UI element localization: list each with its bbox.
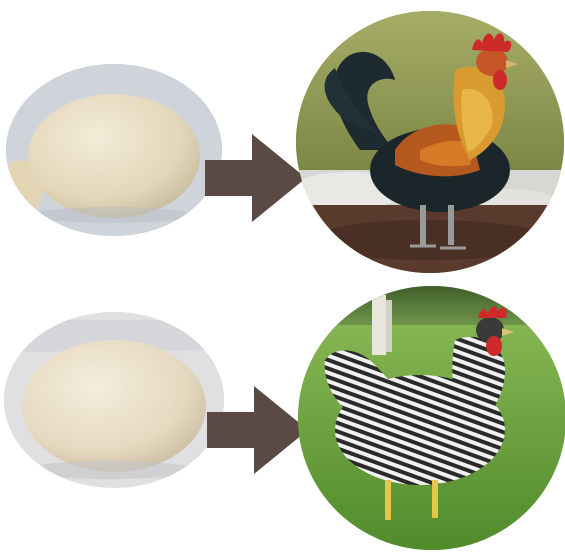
rooster-circle xyxy=(290,0,565,290)
egg-circle-top xyxy=(0,60,230,240)
egg-top xyxy=(28,94,200,218)
egg-bottom xyxy=(22,340,206,472)
egg-circle-bottom xyxy=(0,310,230,490)
hen-circle xyxy=(295,285,565,555)
